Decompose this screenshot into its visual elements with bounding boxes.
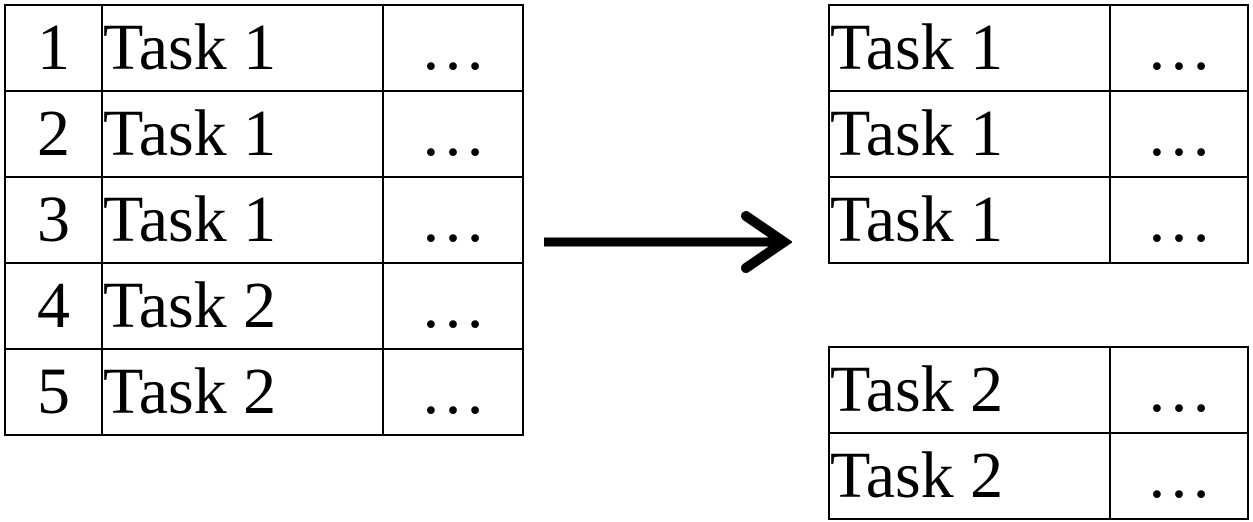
table-row: Task 2 … — [828, 346, 1249, 434]
table-row: 1 Task 1 … — [4, 4, 524, 92]
table-row: Task 1 … — [828, 4, 1249, 92]
ellipsis-cell: … — [382, 262, 524, 350]
ellipsis-cell: … — [382, 4, 524, 92]
row-index: 4 — [4, 262, 103, 350]
table-row: Task 2 … — [828, 432, 1249, 520]
ellipsis-cell: … — [1109, 90, 1249, 178]
ellipsis-cell: … — [382, 90, 524, 178]
task-2-group-table: Task 2 … Task 2 … — [828, 346, 1249, 520]
ellipsis-cell: … — [382, 176, 524, 264]
row-index: 5 — [4, 348, 103, 436]
task-name: Task 1 — [101, 176, 384, 264]
row-index: 2 — [4, 90, 103, 178]
task-name: Task 1 — [828, 176, 1111, 264]
task-1-group-table: Task 1 … Task 1 … Task 1 … — [828, 4, 1249, 264]
ellipsis-cell: … — [1109, 432, 1249, 520]
task-name: Task 2 — [828, 432, 1111, 520]
task-name: Task 1 — [101, 4, 384, 92]
ellipsis-cell: … — [382, 348, 524, 436]
table-row: Task 1 … — [828, 176, 1249, 264]
task-name: Task 2 — [101, 262, 384, 350]
ellipsis-cell: … — [1109, 4, 1249, 92]
row-index: 3 — [4, 176, 103, 264]
task-name: Task 1 — [101, 90, 384, 178]
table-row: 4 Task 2 … — [4, 262, 524, 350]
ellipsis-cell: … — [1109, 346, 1249, 434]
source-table: 1 Task 1 … 2 Task 1 … 3 Task 1 … 4 Task … — [4, 4, 524, 436]
row-index: 1 — [4, 4, 103, 92]
right-arrow-icon — [544, 211, 792, 273]
table-row: 3 Task 1 … — [4, 176, 524, 264]
table-row: 5 Task 2 … — [4, 348, 524, 436]
task-name: Task 1 — [828, 4, 1111, 92]
task-name: Task 2 — [101, 348, 384, 436]
ellipsis-cell: … — [1109, 176, 1249, 264]
task-name: Task 2 — [828, 346, 1111, 434]
table-row: 2 Task 1 … — [4, 90, 524, 178]
task-name: Task 1 — [828, 90, 1111, 178]
table-row: Task 1 … — [828, 90, 1249, 178]
